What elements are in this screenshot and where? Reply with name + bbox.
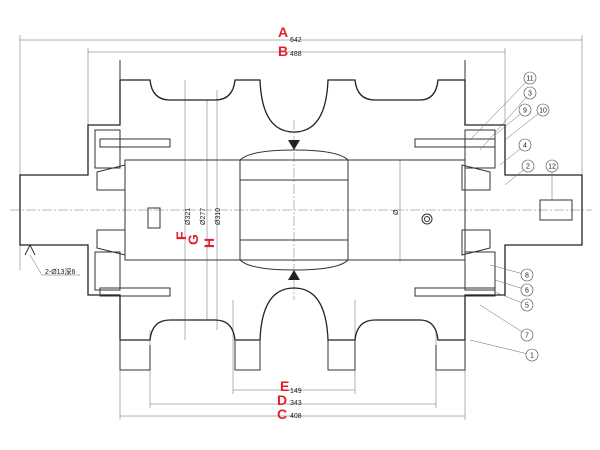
part-number: 8 <box>525 273 529 280</box>
part-number: 3 <box>528 91 532 98</box>
dimension-lines <box>20 39 582 417</box>
balloon-leader <box>469 77 531 141</box>
dim-label-c: C <box>277 406 287 422</box>
dim-value-e: 149 <box>290 388 302 395</box>
balloon-leader <box>479 304 528 336</box>
part-balloons: 11 3 9 10 4 2 12 8 6 5 7 1 <box>469 71 559 362</box>
dim-value-g: Ø277 <box>200 208 207 225</box>
dim-value-b: 488 <box>290 51 302 58</box>
part-balloon <box>520 283 534 297</box>
dim-label-f: F <box>173 231 189 240</box>
balloon-leader <box>504 109 544 141</box>
part-balloon <box>536 103 550 117</box>
part-number: 7 <box>525 333 529 340</box>
part-number: 2 <box>526 164 530 171</box>
balloon-leader <box>469 339 533 356</box>
part-balloon <box>518 138 532 152</box>
part-balloon <box>521 159 535 173</box>
part-number: 12 <box>548 164 556 171</box>
hole-note: 2-Ø13深6 <box>45 267 75 276</box>
part-balloon <box>545 159 559 173</box>
part-number: 10 <box>539 108 547 115</box>
extension-lines <box>19 35 583 420</box>
balloon-leader <box>489 264 528 276</box>
balloon-leader <box>494 109 526 136</box>
dim-label-b: B <box>278 43 288 59</box>
part-balloon <box>518 103 532 117</box>
part-number: 1 <box>530 353 534 360</box>
dim-value-a: 642 <box>290 37 302 44</box>
balloon-leader <box>479 92 531 151</box>
part-number: 11 <box>526 76 533 83</box>
part-balloon <box>523 86 537 100</box>
dim-value-inner: Ø <box>393 209 400 215</box>
pin-hole <box>24 243 36 256</box>
part-balloon <box>520 298 534 312</box>
dim-label-a: A <box>278 24 288 40</box>
roller-body <box>19 60 583 371</box>
dim-value-c: 408 <box>290 413 302 420</box>
dim-label-d: D <box>277 392 287 408</box>
dim-value-h: Ø310 <box>215 208 222 225</box>
part-balloon <box>520 328 534 342</box>
part-number: 9 <box>523 108 527 115</box>
part-number: 6 <box>525 288 529 295</box>
oil-plug <box>421 213 433 225</box>
dim-label-e: E <box>280 378 289 394</box>
dim-label-h: H <box>201 238 217 248</box>
dim-label-g: G <box>185 234 201 245</box>
part-number: 5 <box>525 303 529 310</box>
part-balloon <box>523 71 537 85</box>
dim-value-f: Ø321 <box>185 208 192 225</box>
part-number: 4 <box>523 143 527 150</box>
dim-value-d: 343 <box>290 400 302 407</box>
part-balloon <box>520 268 534 282</box>
part-balloon <box>525 348 539 362</box>
